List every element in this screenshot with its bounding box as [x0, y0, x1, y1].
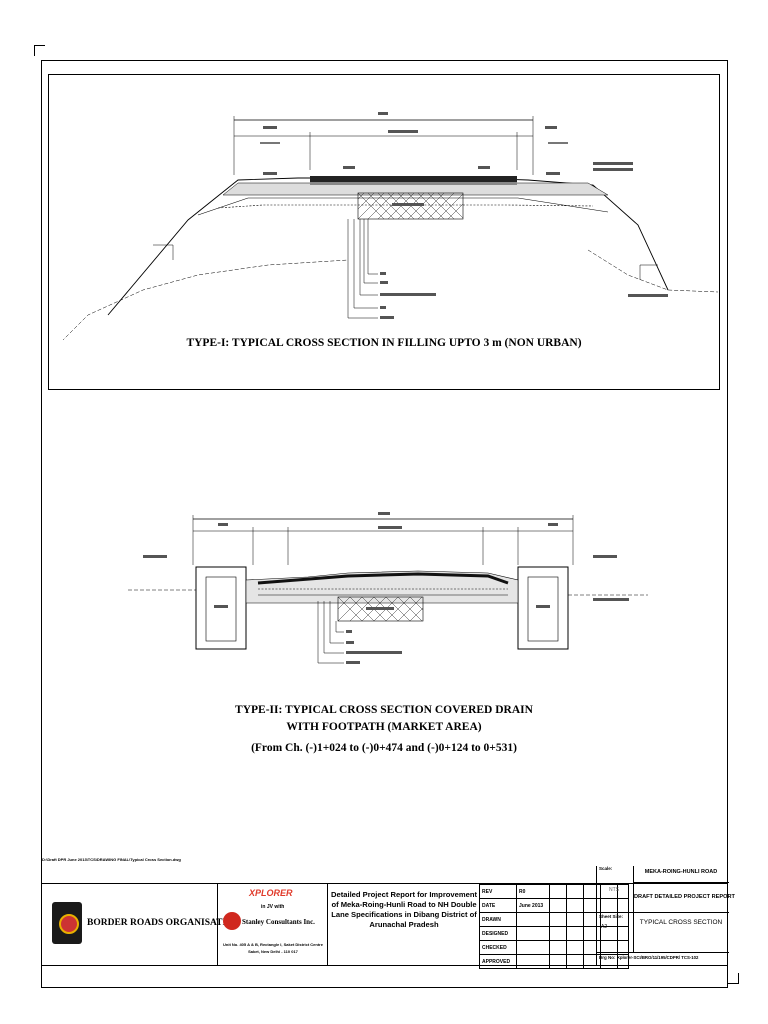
- consultant-section: XPLORER in JV with Stanley Consultants I…: [217, 884, 328, 965]
- road-name: MEKA-ROING-HUNLI ROAD: [644, 869, 718, 875]
- scale-value: NTS: [609, 887, 619, 893]
- sheet-size-value: A2: [601, 924, 608, 930]
- type2-cross-section-drawing: [128, 512, 648, 664]
- sheet-size-label: Sheet Size:: [599, 914, 624, 919]
- type1-panel-border: [48, 74, 720, 390]
- scale-label: Scale:: [599, 866, 613, 871]
- designed-row: DESIGNED: [479, 926, 629, 941]
- type2-caption-line2: WITH FOOTPATH (MARKET AREA): [286, 721, 482, 733]
- partner-name: Stanley Consultants Inc.: [242, 918, 315, 926]
- type1-cross-section-drawing: [62, 112, 719, 340]
- approved-row: APPROVED: [479, 954, 629, 969]
- bro-emblem: [52, 902, 82, 944]
- info-block: Scale: NTS MEKA-ROING-HUNLI ROAD DRAFT D…: [596, 866, 735, 966]
- type2-caption-line1: TYPE-II: TYPICAL CROSS SECTION COVERED D…: [235, 704, 533, 716]
- jv-text: in JV with: [261, 904, 285, 910]
- type1-caption: TYPE-I: TYPICAL CROSS SECTION IN FILLING…: [186, 337, 582, 349]
- stanley-logo-icon: [223, 912, 241, 930]
- xplorer-logo: XPLORER: [249, 888, 293, 898]
- file-path-note: D:\Draft DPR June 2013\TCS\DRAWING FINAL…: [42, 857, 181, 862]
- bro-section: BORDER ROADS ORGANISATION: [42, 884, 240, 965]
- type2-caption-line3: (From Ch. (-)1+024 to (-)0+474 and (-)0+…: [251, 742, 517, 754]
- crop-mark-bottom-right: [728, 973, 739, 984]
- sheet-size-cell: Sheet Size: A2: [597, 912, 634, 953]
- drawing-title: TYPICAL CROSS SECTION: [639, 919, 723, 926]
- drg-no-value: Xplorer-SCI/BRO/11/195/CDPR/ TCS-102: [617, 955, 699, 960]
- address-line1: Unit No. 405 A & B, Rectangle I, Saket D…: [223, 942, 323, 947]
- address-line2: Saket, New Delhi - 110 017: [248, 949, 298, 954]
- scale-cell: Scale: NTS: [597, 866, 634, 913]
- report-name: DRAFT DETAILED PROJECT REPORT: [634, 894, 735, 900]
- organisation-name: BORDER ROADS ORGANISATION: [87, 918, 241, 928]
- drg-no-label: Drg No:: [599, 955, 616, 960]
- crop-mark-top-left: [34, 45, 45, 56]
- project-title: Detailed Project Report for Improvement …: [331, 890, 477, 929]
- drawing-sheet-border: [41, 60, 728, 988]
